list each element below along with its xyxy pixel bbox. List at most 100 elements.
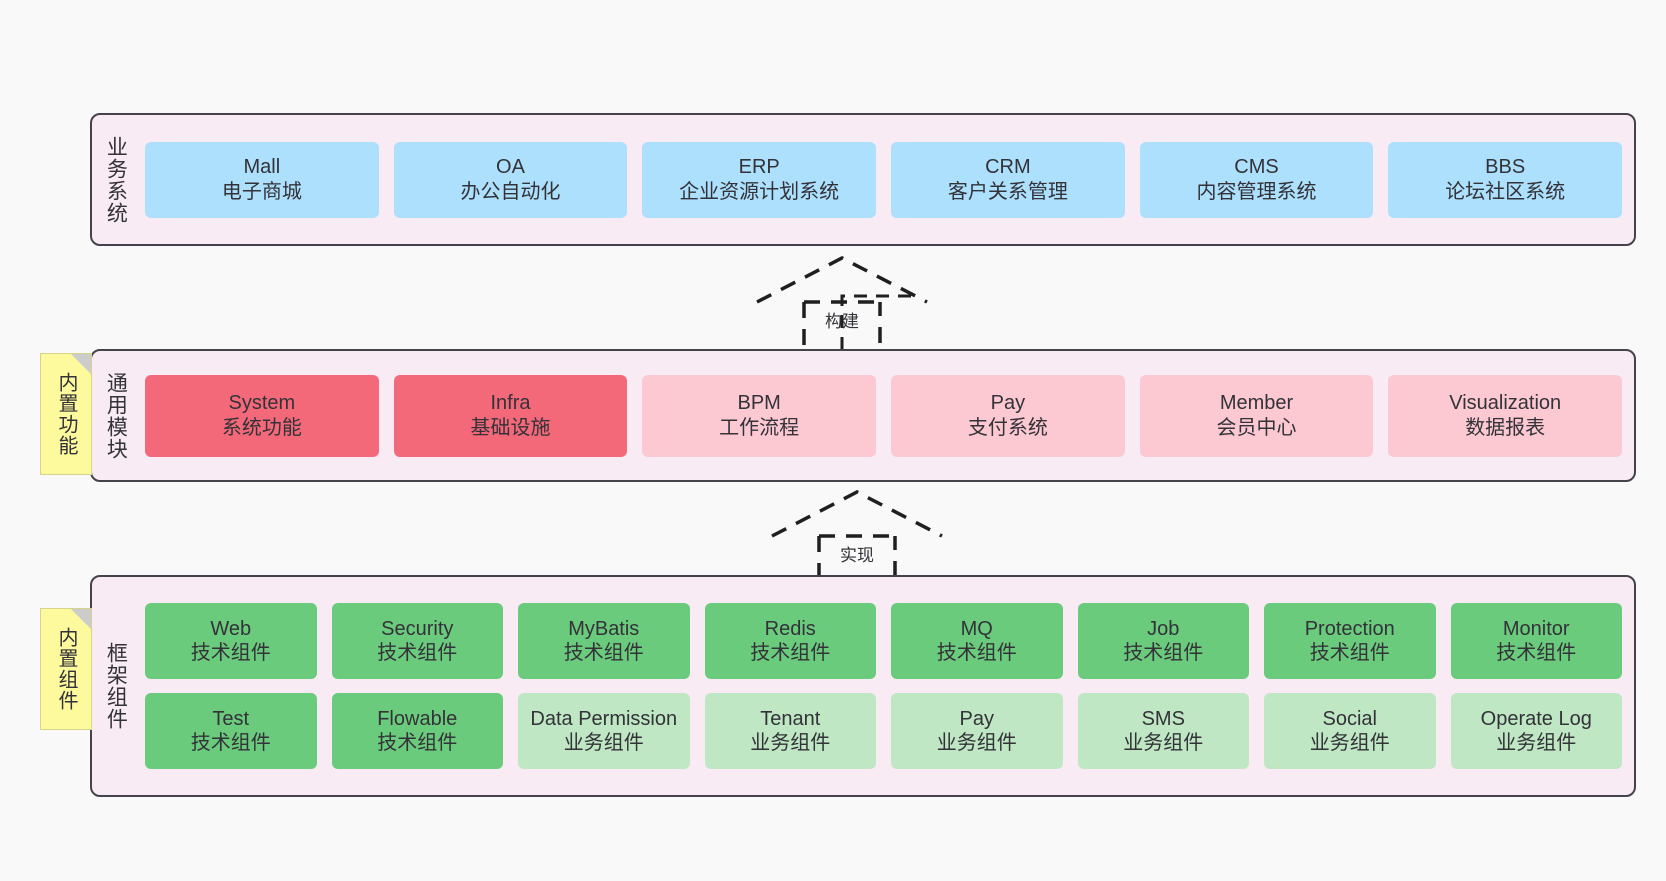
node-pay-component[interactable]: Pay 业务组件: [891, 693, 1063, 769]
note-builtin-functions: 内置功能: [40, 353, 92, 475]
node-title: CMS: [1234, 156, 1279, 179]
node-title: Job: [1147, 617, 1180, 640]
note-label: 内置组件: [55, 627, 77, 711]
node-infra[interactable]: Infra 基础设施: [393, 374, 628, 457]
connector-label-implement: 实现: [840, 546, 874, 565]
node-security[interactable]: Security 技术组件: [331, 603, 503, 679]
node-redis[interactable]: Redis 技术组件: [704, 603, 876, 679]
node-sms[interactable]: SMS 业务组件: [1077, 693, 1249, 769]
node-subtitle: 业务组件: [936, 732, 1017, 754]
node-title: MyBatis: [568, 617, 640, 640]
node-title: BBS: [1485, 156, 1526, 179]
node-row: Mall 电子商城 OA 办公自动化 ERP 企业资源计划系统 CRM 客户关系…: [138, 141, 1623, 218]
node-subtitle: 会员中心: [1216, 416, 1297, 439]
layer-title-framework-components: 框架组件: [104, 642, 128, 730]
node-title: Social: [1322, 707, 1377, 730]
node-subtitle: 技术组件: [563, 642, 644, 664]
node-subtitle: 业务组件: [563, 732, 644, 754]
node-subtitle: 业务组件: [1123, 732, 1204, 754]
node-cms[interactable]: CMS 内容管理系统: [1139, 141, 1374, 218]
node-row: Web 技术组件 Security 技术组件 MyBatis 技术组件 Redi…: [138, 603, 1622, 679]
node-crm[interactable]: CRM 客户关系管理: [891, 141, 1125, 218]
node-mybatis[interactable]: MyBatis 技术组件: [518, 603, 690, 679]
node-subtitle: 支付系统: [967, 416, 1048, 439]
node-tenant[interactable]: Tenant 业务组件: [704, 693, 876, 769]
node-bpm[interactable]: BPM 工作流程: [642, 374, 877, 457]
node-test[interactable]: Test 技术组件: [145, 693, 317, 769]
node-subtitle: 技术组件: [377, 732, 458, 754]
node-subtitle: 技术组件: [1309, 642, 1390, 664]
node-system[interactable]: System 系统功能: [145, 374, 379, 457]
node-member[interactable]: Member 会员中心: [1139, 374, 1374, 457]
connector-label-build: 构建: [825, 312, 859, 331]
layer-body-business-systems: Mall 电子商城 OA 办公自动化 ERP 企业资源计划系统 CRM 客户关系…: [138, 115, 1634, 244]
node-subtitle: 业务组件: [1496, 732, 1577, 754]
node-title: Mall: [243, 156, 281, 179]
layer-framework-components: 框架组件 Web 技术组件 Security 技术组件 MyBatis 技术组件…: [90, 575, 1636, 797]
node-subtitle: 电子商城: [221, 180, 302, 203]
note-label: 内置功能: [55, 372, 77, 456]
node-subtitle: 数据报表: [1465, 416, 1546, 439]
node-subtitle: 业务组件: [750, 732, 831, 754]
node-title: Redis: [764, 617, 816, 640]
node-data-permission[interactable]: Data Permission 业务组件: [518, 693, 690, 769]
connector-implement-arrow: 实现: [771, 490, 943, 588]
node-title: ERP: [738, 156, 780, 179]
layer-body-framework-components: Web 技术组件 Security 技术组件 MyBatis 技术组件 Redi…: [138, 577, 1634, 795]
node-job[interactable]: Job 技术组件: [1077, 603, 1249, 679]
node-title: Test: [212, 707, 250, 730]
node-subtitle: 系统功能: [221, 416, 302, 439]
node-subtitle: 技术组件: [1123, 642, 1204, 664]
node-title: SMS: [1141, 707, 1185, 730]
connector-build-arrow: 构建: [756, 256, 928, 354]
node-subtitle: 客户关系管理: [947, 180, 1068, 203]
node-title: Pay: [959, 707, 994, 730]
node-subtitle: 业务组件: [1309, 732, 1390, 754]
node-subtitle: 技术组件: [1496, 642, 1577, 664]
node-title: Member: [1219, 392, 1294, 415]
node-title: Pay: [990, 392, 1026, 415]
node-title: Operate Log: [1480, 707, 1592, 730]
node-subtitle: 技术组件: [190, 642, 271, 664]
layer-title-common-modules: 通用模块: [104, 371, 128, 460]
node-title: Flowable: [377, 707, 458, 730]
node-title: Monitor: [1502, 617, 1570, 640]
node-subtitle: 论坛社区系统: [1445, 180, 1566, 203]
node-title: OA: [496, 156, 525, 179]
node-subtitle: 技术组件: [750, 642, 831, 664]
node-operate-log[interactable]: Operate Log 业务组件: [1450, 693, 1622, 769]
node-title: Security: [381, 617, 454, 640]
node-subtitle: 内容管理系统: [1196, 180, 1317, 203]
dashed-generalization-arrow-icon: [771, 490, 943, 588]
node-visualization[interactable]: Visualization 数据报表: [1388, 374, 1623, 457]
node-oa[interactable]: OA 办公自动化: [393, 141, 628, 218]
node-subtitle: 工作流程: [719, 416, 800, 439]
node-flowable[interactable]: Flowable 技术组件: [331, 693, 503, 769]
node-subtitle: 技术组件: [190, 732, 271, 754]
node-bbs[interactable]: BBS 论坛社区系统: [1388, 141, 1623, 218]
node-mall[interactable]: Mall 电子商城: [145, 141, 379, 218]
node-title: MQ: [960, 617, 993, 640]
note-fold-corner-icon: [71, 609, 91, 629]
node-title: CRM: [985, 156, 1031, 179]
node-protection[interactable]: Protection 技术组件: [1264, 603, 1436, 679]
node-title: Data Permission: [530, 707, 678, 730]
node-row: Test 技术组件 Flowable 技术组件 Data Permission …: [138, 693, 1622, 769]
node-title: Web: [210, 617, 252, 640]
node-pay-module[interactable]: Pay 支付系统: [891, 374, 1125, 457]
layer-business-systems: 业务系统 Mall 电子商城 OA 办公自动化 ERP 企业资源计划系统 CRM…: [90, 113, 1636, 246]
dashed-generalization-arrow-icon: [756, 256, 928, 354]
note-builtin-components: 内置组件: [40, 608, 92, 730]
node-title: System: [228, 392, 296, 415]
node-row: System 系统功能 Infra 基础设施 BPM 工作流程 Pay 支付系统…: [138, 374, 1623, 457]
node-erp[interactable]: ERP 企业资源计划系统: [642, 141, 877, 218]
node-mq[interactable]: MQ 技术组件: [891, 603, 1063, 679]
node-monitor[interactable]: Monitor 技术组件: [1450, 603, 1622, 679]
node-title: Protection: [1304, 617, 1395, 640]
layer-title-business-systems: 业务系统: [104, 135, 128, 224]
layer-common-modules: 通用模块 System 系统功能 Infra 基础设施 BPM 工作流程 Pay…: [90, 349, 1636, 482]
node-social[interactable]: Social 业务组件: [1264, 693, 1436, 769]
node-web[interactable]: Web 技术组件: [145, 603, 317, 679]
node-subtitle: 办公自动化: [460, 180, 561, 203]
